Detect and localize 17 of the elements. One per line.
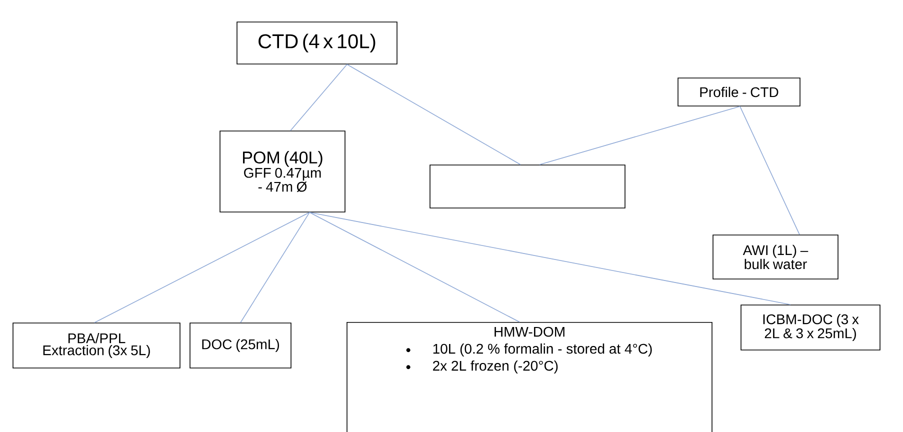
process-box: PBA/PPL Extraction (3x 5L) — [12, 322, 180, 368]
process-box: ICBM-DOC (3 x 2L & 3 x 25mL) — [740, 304, 880, 350]
connector-line — [309, 212, 791, 305]
process-box: POM (40L) GFF 0.47µm - 47m Ø — [220, 130, 346, 212]
connector-line — [539, 106, 740, 165]
connector-line — [240, 212, 310, 323]
empty-box — [430, 164, 626, 208]
connector-line — [740, 106, 800, 235]
process-box: DOC (25mL) — [190, 322, 292, 368]
process-box: Profile - CTD — [678, 78, 800, 106]
connector-line — [290, 64, 348, 131]
list-box: HMW-DOM 10L (0.2 % formalin - stored at 4°C) 2x 2L frozen (-20°C) — [346, 322, 712, 432]
connector-line — [346, 64, 521, 165]
process-box: AWI (1L) – bulk water — [712, 234, 838, 280]
connector-line — [94, 212, 310, 323]
process-box: CTD (4 x 10L) — [236, 22, 398, 64]
connector-line — [309, 212, 520, 322]
